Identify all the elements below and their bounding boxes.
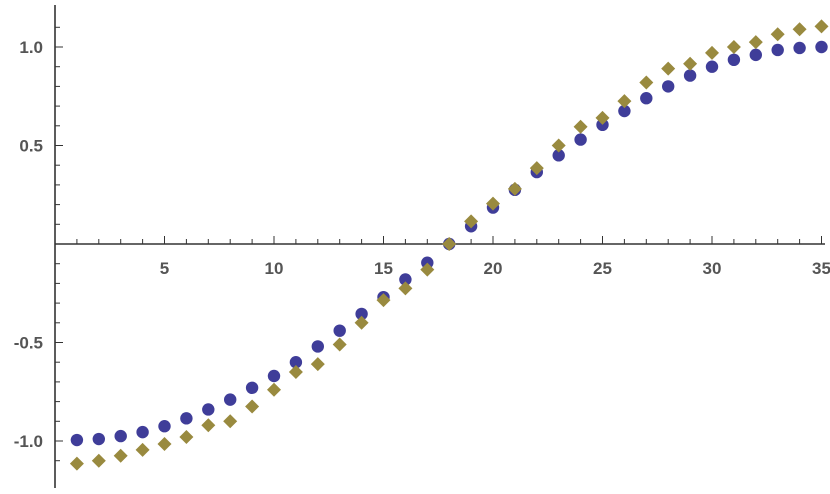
data-point-circle	[399, 273, 412, 286]
y-tick-label: 1.0	[19, 38, 43, 57]
series-1	[70, 40, 828, 447]
data-point-circle	[224, 393, 237, 406]
data-point-diamond	[354, 315, 369, 330]
data-point-diamond	[726, 40, 741, 54]
data-point-diamond	[288, 365, 303, 380]
data-point-diamond	[201, 418, 216, 433]
data-point-diamond	[814, 19, 829, 34]
y-tick-label: -0.5	[14, 334, 43, 353]
data-point-circle	[793, 41, 806, 55]
data-point-circle	[727, 53, 741, 67]
data-point-circle	[92, 432, 106, 446]
data-point-diamond	[792, 22, 807, 37]
x-axis-ticks: 5 10 15 20 25 30 35	[76, 236, 830, 278]
data-point-circle	[311, 340, 324, 353]
data-point-diamond	[661, 61, 676, 76]
data-point-circle	[114, 429, 127, 443]
data-point-circle	[771, 43, 784, 57]
data-point-diamond	[683, 56, 698, 71]
axes	[54, 5, 825, 488]
x-tick-label: 30	[703, 259, 722, 278]
data-point-circle	[705, 60, 719, 73]
y-axis-ticks: -1.0 -0.5 0.5 1.0	[14, 26, 63, 462]
data-point-diamond	[551, 138, 566, 153]
data-point-diamond	[617, 94, 632, 109]
series-2	[69, 19, 829, 471]
data-point-diamond	[91, 453, 106, 468]
data-point-diamond	[332, 337, 347, 352]
data-point-diamond	[486, 196, 500, 211]
data-point-diamond	[310, 357, 325, 372]
x-tick-label: 35	[812, 259, 830, 278]
data-point-diamond	[376, 293, 391, 308]
data-point-circle	[683, 69, 697, 82]
data-point-diamond	[705, 45, 719, 60]
data-point-circle	[70, 433, 84, 447]
data-point-diamond	[69, 456, 84, 471]
data-point-circle	[618, 104, 631, 118]
data-point-diamond	[157, 436, 172, 451]
data-point-diamond	[748, 35, 763, 50]
data-point-diamond	[245, 399, 260, 414]
data-point-diamond	[135, 442, 150, 457]
data-point-circle	[640, 92, 653, 105]
data-point-circle	[158, 420, 171, 433]
x-tick-label: 5	[160, 259, 169, 278]
data-point-diamond	[507, 181, 522, 196]
data-point-diamond	[464, 214, 479, 229]
series-layer	[69, 19, 829, 471]
x-tick-label: 15	[374, 259, 393, 278]
data-point-circle	[574, 133, 587, 146]
data-point-circle	[355, 307, 368, 321]
data-point-circle	[202, 403, 215, 416]
data-point-circle	[333, 324, 346, 337]
data-point-diamond	[398, 281, 413, 296]
x-tick-label: 20	[484, 259, 503, 278]
x-tick-label: 10	[265, 259, 284, 278]
data-point-circle	[815, 40, 828, 54]
data-point-circle	[552, 149, 565, 162]
data-point-circle	[662, 80, 675, 93]
data-point-diamond	[529, 161, 544, 176]
data-point-circle	[267, 369, 281, 383]
data-point-diamond	[639, 75, 654, 90]
y-tick-label: 0.5	[19, 137, 43, 156]
data-point-diamond	[442, 237, 457, 251]
data-point-circle	[749, 48, 762, 62]
data-point-circle	[289, 356, 303, 369]
y-tick-label: -1.0	[14, 432, 43, 451]
data-point-diamond	[179, 430, 194, 445]
data-point-circle	[136, 425, 149, 439]
data-point-circle	[245, 381, 259, 395]
data-point-diamond	[573, 119, 588, 134]
data-point-diamond	[267, 382, 281, 397]
x-tick-label: 25	[593, 259, 612, 278]
data-point-diamond	[223, 414, 238, 429]
data-point-diamond	[595, 110, 610, 125]
data-point-diamond	[113, 448, 128, 463]
data-point-diamond	[420, 262, 435, 277]
data-point-diamond	[770, 27, 785, 42]
data-point-circle	[180, 412, 193, 425]
